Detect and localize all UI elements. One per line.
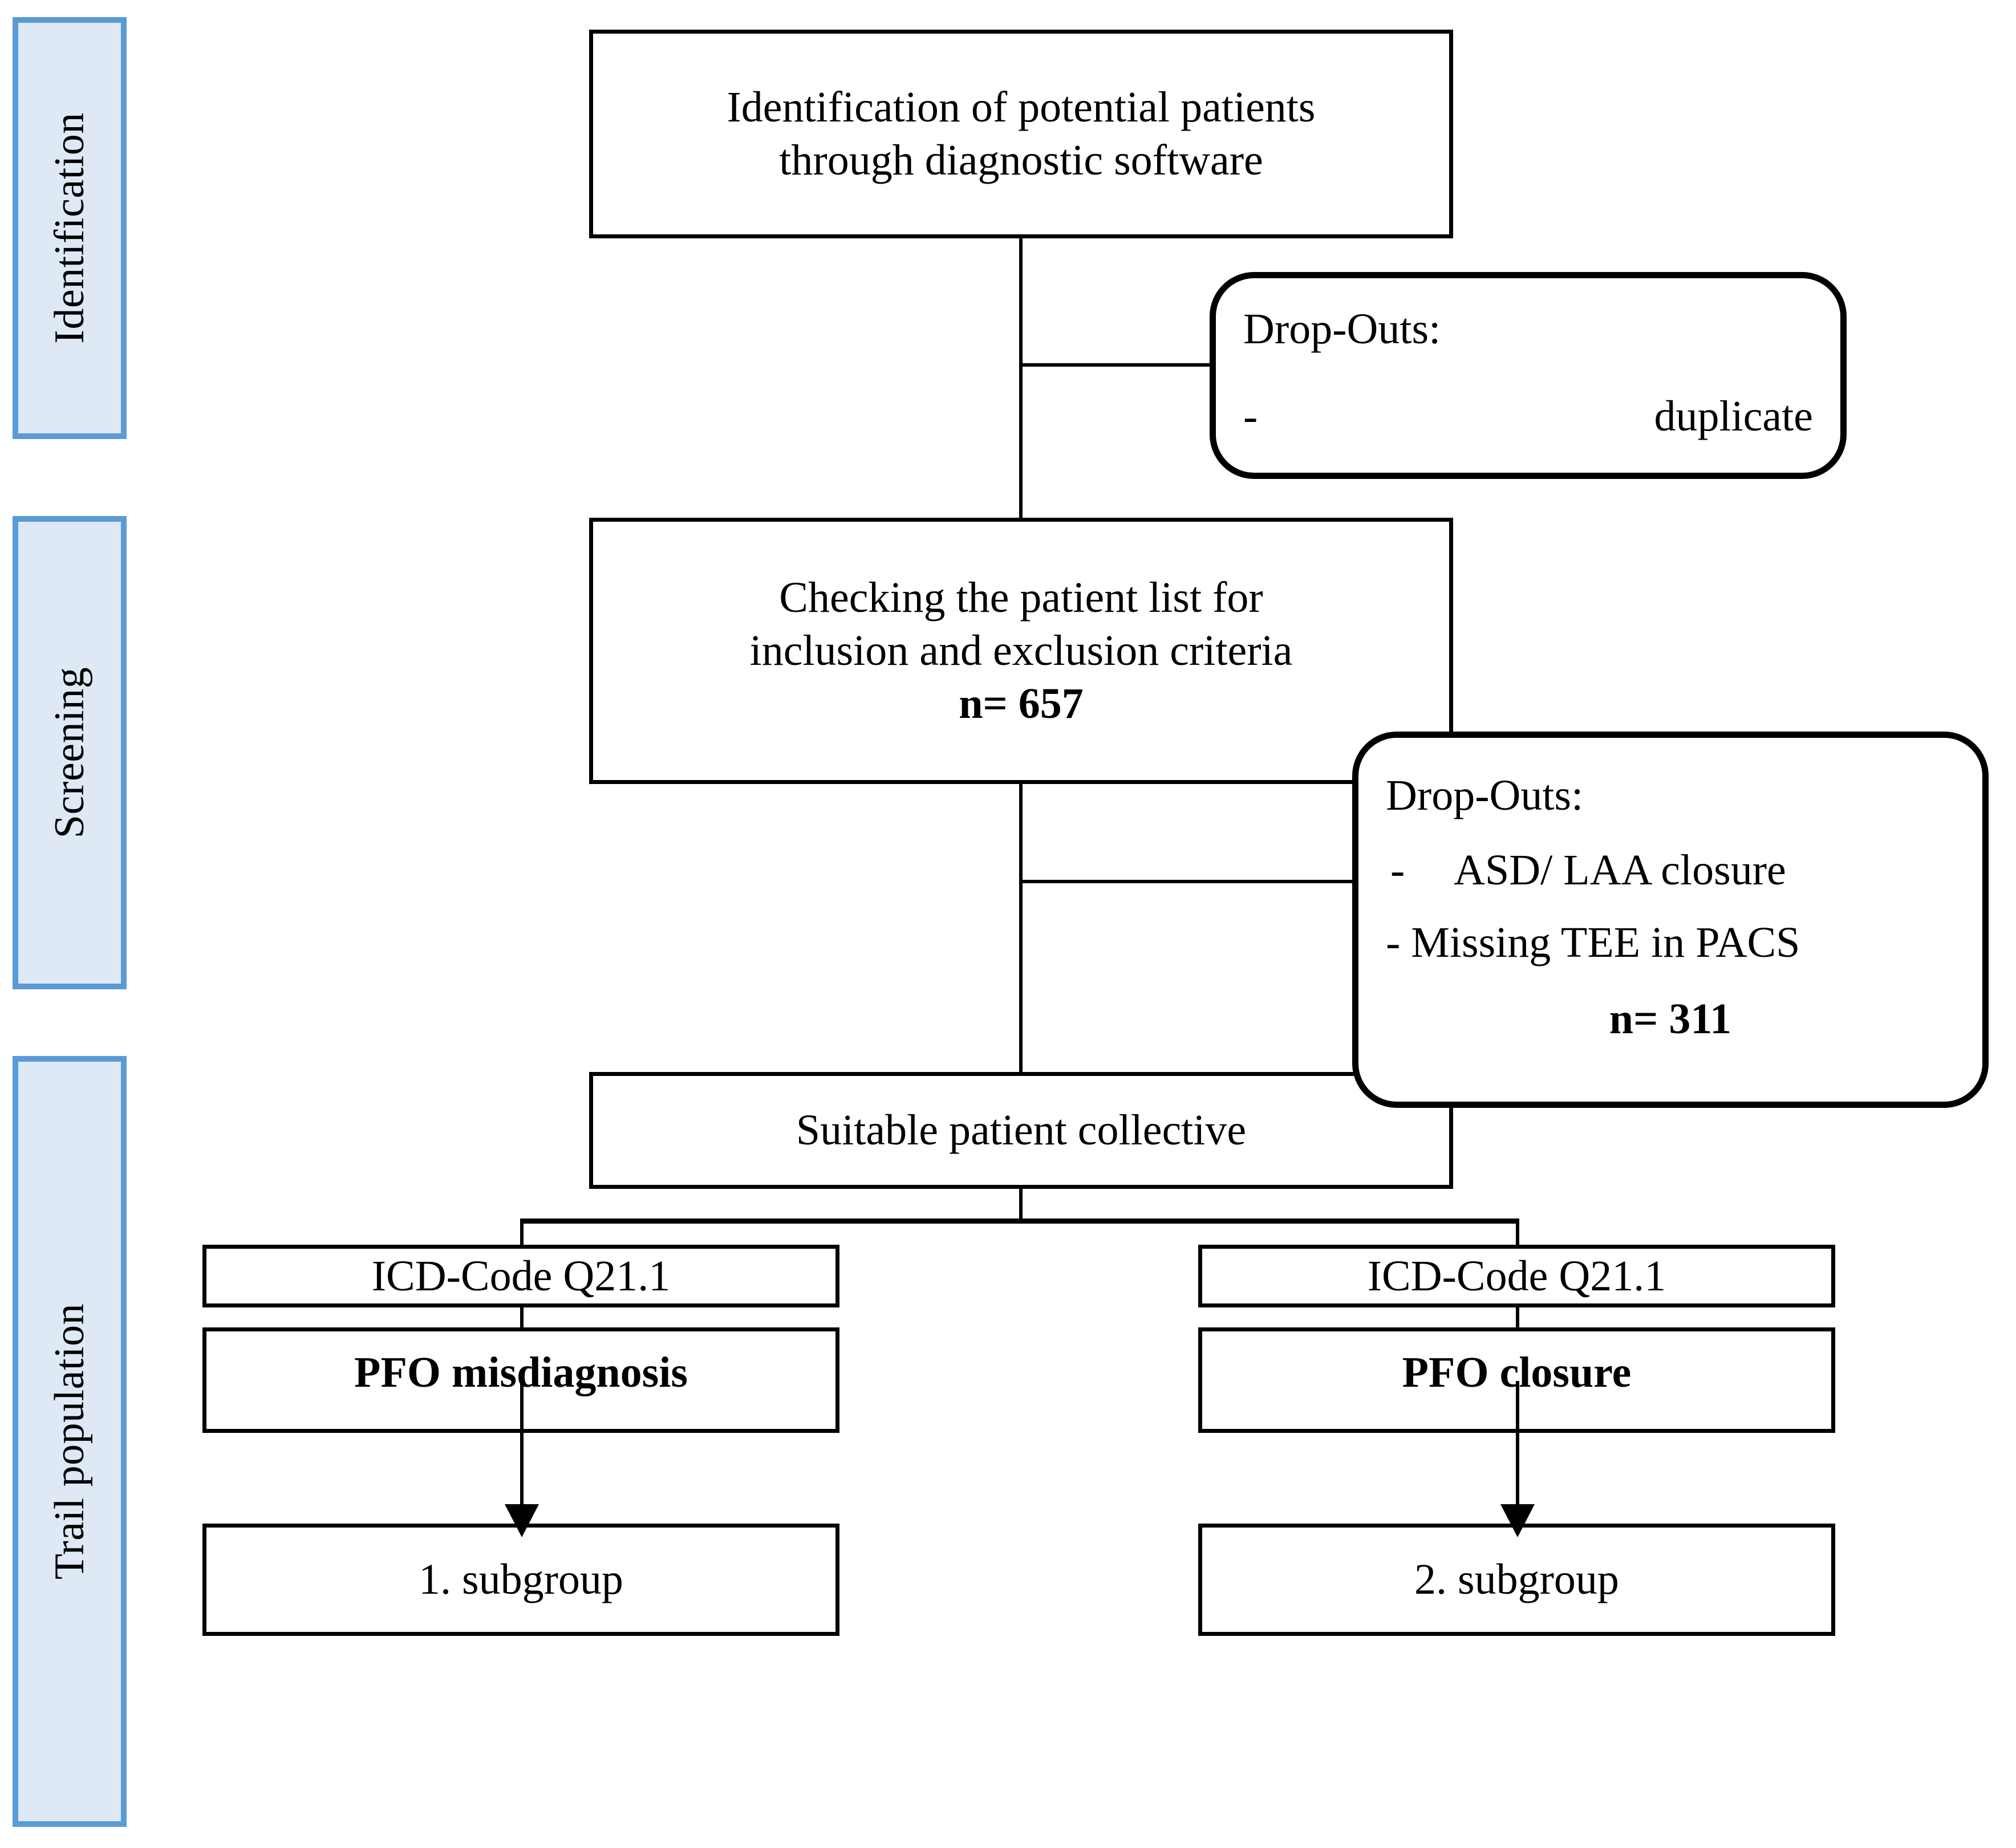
callout-dropouts-1-title: Drop-Outs:	[1243, 305, 1441, 353]
node-left-icd-code: ICD-Code Q21.1	[202, 1245, 839, 1307]
callout-dropouts-1-bullet-text: duplicate	[1654, 392, 1813, 441]
stage-label-identification: Identification	[13, 17, 127, 439]
node-right-subgroup-label: 2. subgroup	[1414, 1555, 1619, 1604]
arrow-right-group-to-subgroup-head	[1500, 1504, 1535, 1537]
connector-suitable-stem	[1019, 1186, 1023, 1221]
connector-identification-to-screening	[1019, 238, 1023, 521]
callout-dropouts-2: Drop-Outs: - ASD/ LAA closure - Missing …	[1352, 732, 1989, 1108]
callout-dropouts-2-bullet-2: - Missing TEE in PACS	[1386, 919, 1800, 967]
connector-to-dropouts-2	[1019, 880, 1358, 883]
callout-dropouts-2-bullet-1-text: ASD/ LAA closure	[1454, 846, 1786, 895]
node-right-icd-code-label: ICD-Code Q21.1	[1367, 1252, 1666, 1300]
node-screening-line1: Checking the patient list for	[779, 574, 1263, 622]
stage-label-trail-population-text: Trail population	[46, 1303, 94, 1580]
stage-label-screening: Screening	[13, 516, 127, 989]
node-screening: Checking the patient list for inclusion …	[589, 518, 1453, 784]
connector-screening-to-suitable	[1019, 784, 1023, 1075]
callout-dropouts-1-bullet-marker: -	[1243, 392, 1258, 441]
node-suitable-collective: Suitable patient collective	[589, 1072, 1453, 1189]
arrow-left-group-to-subgroup-head	[505, 1504, 539, 1537]
connector-split-bar	[520, 1219, 1519, 1224]
node-identification-line1: Identification of potential patients	[727, 83, 1316, 132]
connector-split-right-drop	[1516, 1219, 1519, 1247]
connector-left-icd-to-group	[520, 1307, 524, 1327]
arrow-left-group-to-subgroup-stem	[520, 1381, 524, 1508]
callout-dropouts-1: Drop-Outs: - duplicate	[1210, 272, 1847, 479]
connector-right-icd-to-group	[1516, 1307, 1519, 1327]
callout-dropouts-1-bullet: - duplicate	[1243, 391, 1813, 442]
callout-dropouts-2-bullet-1-marker: -	[1390, 846, 1405, 895]
stage-label-screening-text: Screening	[46, 667, 93, 839]
node-left-subgroup-label: 1. subgroup	[419, 1555, 623, 1604]
stage-label-identification-text: Identification	[46, 112, 93, 344]
node-suitable-collective-label: Suitable patient collective	[796, 1106, 1247, 1155]
node-screening-count: n= 657	[959, 679, 1084, 728]
connector-split-left-drop	[520, 1219, 524, 1247]
arrow-right-group-to-subgroup-stem	[1516, 1381, 1519, 1508]
node-screening-line2: inclusion and exclusion criteria	[749, 627, 1293, 675]
node-right-icd-code: ICD-Code Q21.1	[1198, 1245, 1835, 1307]
callout-dropouts-2-bullet-1: - ASD/ LAA closure	[1386, 844, 1955, 896]
node-left-subgroup: 1. subgroup	[202, 1524, 839, 1636]
node-identification-line2: through diagnostic software	[779, 136, 1263, 184]
node-identification: Identification of potential patients thr…	[589, 30, 1453, 238]
callout-dropouts-2-title: Drop-Outs:	[1386, 771, 1584, 819]
node-left-icd-code-label: ICD-Code Q21.1	[371, 1252, 671, 1300]
node-right-subgroup: 2. subgroup	[1198, 1524, 1835, 1636]
callout-dropouts-2-count: n= 311	[1609, 994, 1732, 1043]
connector-to-dropouts-1	[1019, 363, 1216, 367]
stage-label-trail-population: Trail population	[13, 1056, 127, 1827]
